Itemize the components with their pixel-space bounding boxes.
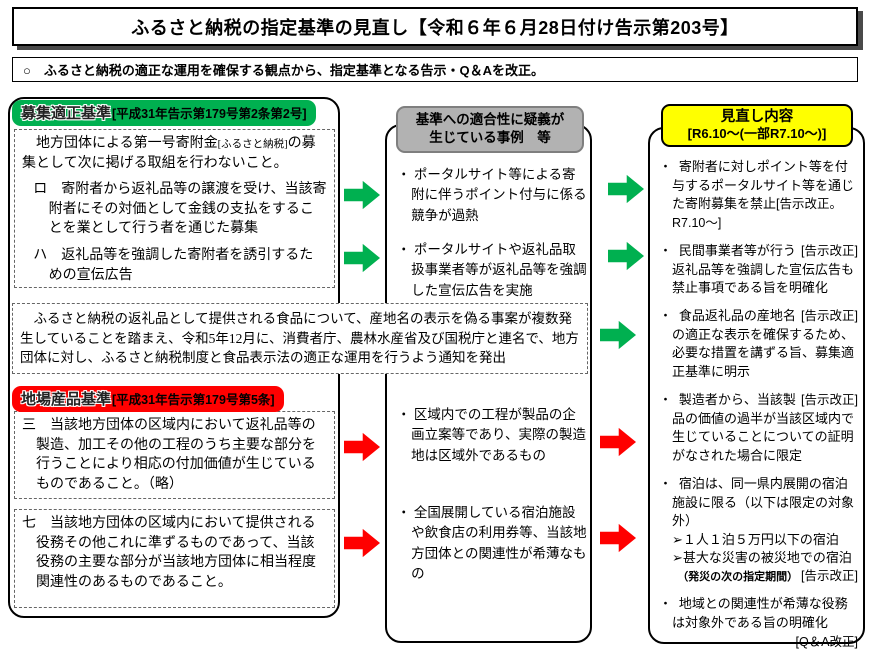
revision-item-text: 民間事業者等が行う返礼品等を強調した宣伝広告も禁止事項である旨を明確化 — [672, 242, 855, 296]
revision-item-text: 宿泊は、同一県内展開の宿泊施設に限る（以下は限定の対象外） — [672, 475, 855, 529]
boshu-criteria-box: 地方団体による第一号寄附金[ふるさと納税]の募集として次に掲げる取組を行わないこ… — [14, 129, 335, 288]
revision-item-tag: [告示改正] — [801, 243, 858, 258]
notice-box: ふるさと納税の返礼品として提供される食品について、産地名の表示を偽る事案が複数発… — [12, 303, 588, 374]
revision-header-line2: [R6.10～(一部R7.10～)] — [687, 126, 827, 142]
revision-header-line1: 見直し内容 — [720, 109, 794, 125]
revision-item-text: 製造者から、当該製品の価値の過半が当該区域内で生じていることについての証明がなさ… — [672, 391, 855, 464]
example-nationwide-vouchers: 全国展開している宿泊施設や飲食店の利用券等、当該地方団体との関連性が希薄なもの — [397, 503, 587, 584]
boshu-kijun-title: 募集適正基準 — [21, 105, 112, 122]
revision-item-origin-label: [告示改正]食品返礼品の産地名の適正な表示を確保するため、必要な措置を講ずる旨、… — [659, 307, 858, 382]
red-arrow-right-icon — [344, 528, 380, 558]
notice-text: ふるさと納税の返礼品として提供される食品について、産地名の表示を偽る事案が複数発… — [20, 311, 579, 366]
example-ad-emphasis: ポータルサイトや返礼品取扱事業者等が返礼品等を強調した宣伝広告を実施 — [397, 240, 587, 301]
revision-list: 寄附者に対しポイント等を付与するポータルサイト等を通じた寄附募集を禁止[告示改正… — [659, 158, 858, 650]
boshu-item-ha: ハ 返礼品等を強調した寄附者を誘引するための宣伝広告 — [33, 247, 314, 283]
boshu-item-ro: ロ 寄附者から返礼品等の譲渡を受け、当該寄附者にその対価として金銭の支払をするこ… — [33, 182, 327, 237]
boshu-intro-a: 地方団体による第一号寄附金 — [36, 136, 218, 151]
revision-item-lodging: 宿泊は、同一県内展開の宿泊施設に限る（以下は限定の対象外） ➢１人１泊５万円以下… — [659, 475, 858, 586]
revision-item-note: （発災の次の指定期間） — [677, 571, 799, 584]
example-outside-manufacture: 区域内での工程が製品の企画立案等であり、実際の製造地は区域外であるもの — [397, 405, 587, 466]
green-arrow-right-icon — [344, 180, 380, 210]
jiba-kijun-label: 地場産品基準 [平成31年告示第179号第5条] — [12, 386, 284, 412]
revision-item-tag-line: [Q＆A改正] — [672, 633, 858, 650]
revision-item-service-scope: 地域との関連性が希薄な役務は対象外である旨の明確化 [Q＆A改正] — [659, 595, 858, 650]
revision-item-tag: [告示改正] — [801, 309, 858, 324]
jiba-item7-text: 七 当該地方団体の区域内において提供される役務その他これに準ずるものであって、当… — [22, 516, 316, 590]
page-title: ふるさと納税の指定基準の見直し【令和６年６月28日付け告示第203号】 — [131, 17, 739, 38]
jiba-item3-text: 三 当該地方団体の区域内において返礼品等の製造、加工その他の工程のうち主要な部分… — [22, 418, 316, 492]
revision-item-text: 寄附者に対しポイント等を付与するポータルサイト等を通じた寄附募集を禁止 — [672, 159, 855, 212]
jiba-kijun-title: 地場産品基準 — [21, 391, 112, 408]
revision-item-tag: [告示改正] — [801, 392, 858, 407]
red-arrow-right-icon — [600, 427, 636, 457]
revision-header: 見直し内容 [R6.10～(一部R7.10～)] — [661, 104, 853, 147]
boshu-intro: 地方団体による第一号寄附金[ふるさと納税]の募集として次に掲げる取組を行わないこ… — [22, 134, 327, 173]
revision-item-tag: [Q＆A改正] — [795, 634, 858, 649]
revision-item-text: 地域との関連性が希薄な役務は対象外である旨の明確化 — [672, 596, 848, 630]
revision-item-ad-ban: [告示改正]民間事業者等が行う返礼品等を強調した宣伝広告も禁止事項である旨を明確… — [659, 242, 858, 298]
examples-header: 基準への適合性に疑義が 生じている事例 等 — [396, 106, 584, 154]
revision-item-point-ban: 寄附者に対しポイント等を付与するポータルサイト等を通じた寄附募集を禁止[告示改正… — [659, 158, 858, 233]
revision-item-value-proof: [告示改正]製造者から、当該製品の価値の過半が当該区域内で生じていることについて… — [659, 391, 858, 466]
revision-item-text: 食品返礼品の産地名の適正な表示を確保するため、必要な措置を講ずる旨、募集適正基準… — [672, 308, 855, 380]
jiba-item3-box: 三 当該地方団体の区域内において返礼品等の製造、加工その他の工程のうち主要な部分… — [14, 411, 335, 499]
examples-header-line2: 生じている事例 等 — [429, 130, 551, 146]
boshu-intro-small: [ふるさと納税] — [217, 139, 288, 150]
green-arrow-right-icon — [344, 243, 380, 273]
boshu-intro-b: の募集として次に掲げる取組を行わないこと。 — [22, 136, 316, 171]
revision-item-tag: [告示改正] — [801, 569, 858, 584]
red-arrow-right-icon — [344, 432, 380, 462]
intro-box: ○ ふるさと納税の適正な運用を確保する観点から、指定基準となる告示・Q＆Aを改正… — [12, 57, 858, 82]
green-arrow-right-icon — [600, 320, 636, 350]
intro-text: ○ ふるさと納税の適正な運用を確保する観点から、指定基準となる告示・Q＆Aを改正… — [23, 63, 544, 78]
revision-item-sub1: ➢１人１泊５万円以下の宿泊 — [672, 531, 839, 547]
revision-item-sub2: ➢甚大な災害の被災地での宿泊 — [672, 550, 852, 566]
green-arrow-right-icon — [608, 241, 644, 271]
title-bar: ふるさと納税の指定基準の見直し【令和６年６月28日付け告示第203号】 — [12, 7, 858, 46]
boshu-kijun-ref: [平成31年告示第179号第2条第2号] — [112, 107, 307, 121]
jiba-item7-box: 七 当該地方団体の区域内において提供される役務その他これに準ずるものであって、当… — [14, 509, 335, 608]
revision-item-tag: [告示改正。R7.10～] — [672, 197, 842, 231]
examples-header-line1: 基準への適合性に疑義が — [415, 112, 565, 127]
boshu-kijun-label: 募集適正基準 [平成31年告示第179号第2条第2号] — [12, 100, 316, 126]
revision-item-note-line: （発災の次の指定期間） [告示改正] — [672, 567, 858, 586]
jiba-kijun-ref: [平成31年告示第179号第5条] — [112, 393, 275, 407]
example-point-competition: ポータルサイト等による寄附に伴うポイント付与に係る競争が過熱 — [397, 165, 587, 226]
green-arrow-right-icon — [608, 174, 644, 204]
red-arrow-right-icon — [600, 523, 636, 553]
